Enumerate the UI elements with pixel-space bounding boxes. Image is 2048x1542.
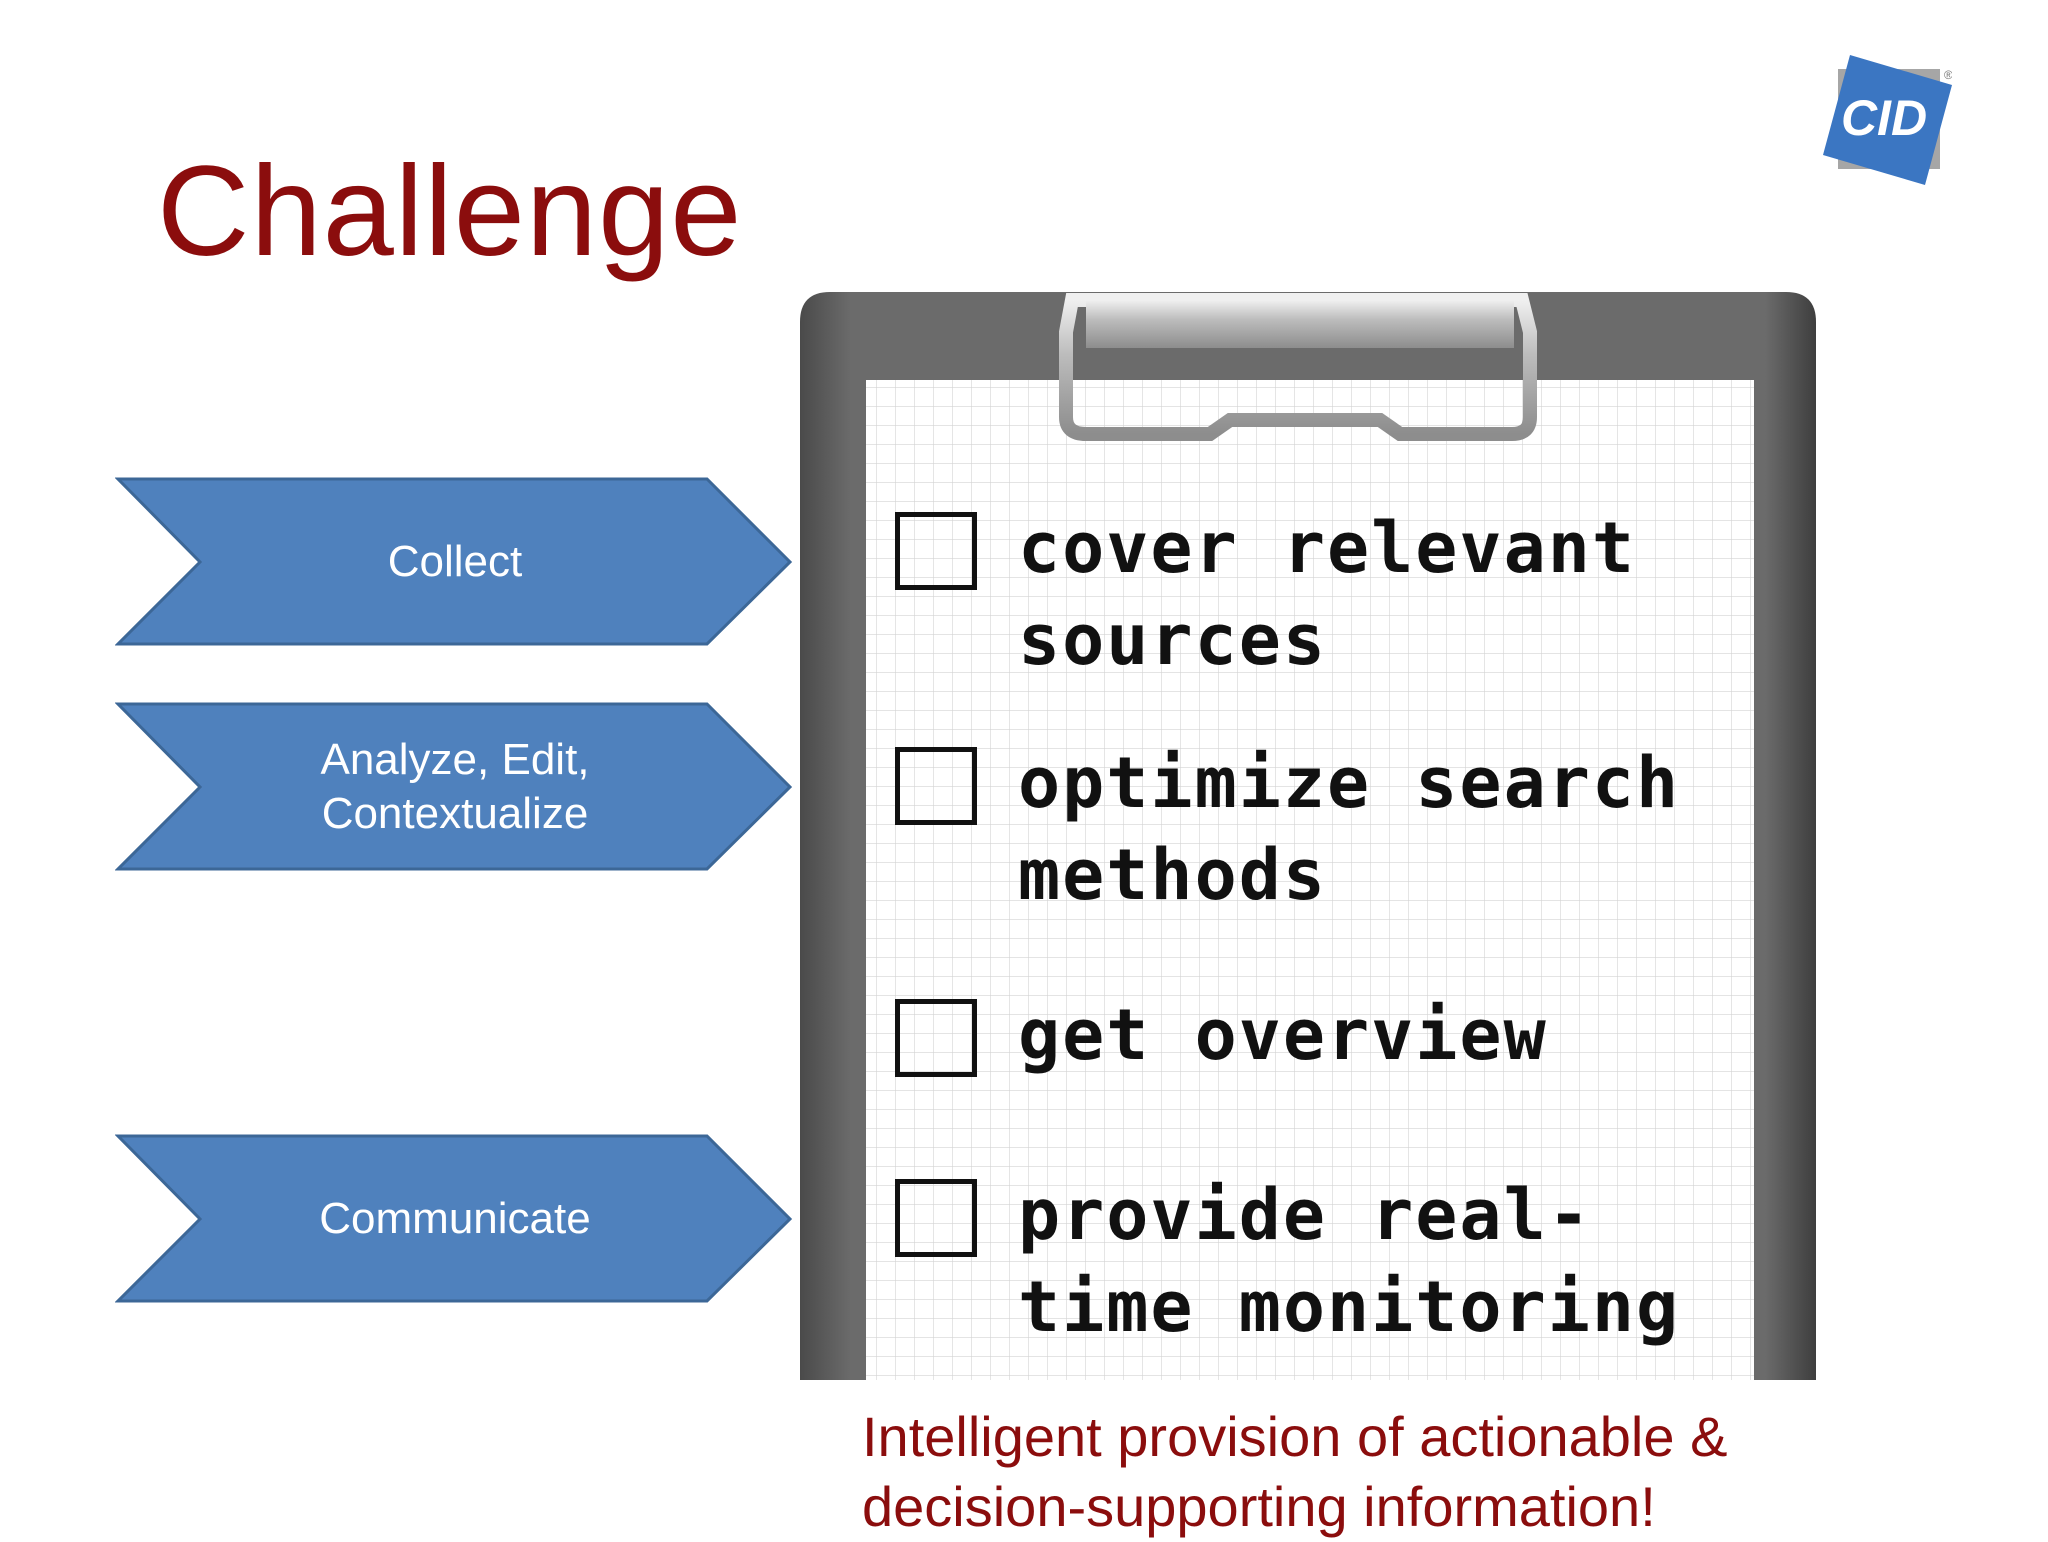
arrow-label-line2: Contextualize <box>321 789 589 838</box>
arrow-label-line1: Analyze, Edit, <box>320 735 590 785</box>
arrow-label: Communicate <box>319 1194 591 1244</box>
checklist-item-text: cover relevant sources <box>1018 502 1788 686</box>
clipboard-image <box>800 292 1816 1380</box>
checklist-text-line2: sources <box>1018 599 1328 681</box>
checkbox-icon <box>895 1179 977 1257</box>
checkbox-icon <box>895 512 977 590</box>
arrow-collect: Collect <box>115 476 795 648</box>
tagline-line2: decision-supporting information! <box>862 1475 1656 1538</box>
checklist-item-text: provide real- time monitoring <box>1018 1169 1788 1353</box>
checklist-text-line1: provide real- <box>1018 1174 1592 1256</box>
arrow-analyze-edit-contextualize: Analyze, Edit, Contextualize <box>115 701 795 873</box>
arrow-label: Analyze, Edit, Contextualize <box>235 701 675 873</box>
checklist-text-line2: methods <box>1018 834 1328 916</box>
arrow-label: Collect <box>387 537 523 587</box>
checklist-text-line1: get overview <box>1018 994 1548 1076</box>
clipboard-checklist: cover relevant sources optimize search m… <box>800 292 1816 1380</box>
checkbox-icon <box>895 747 977 825</box>
checklist-text-line2: time monitoring <box>1018 1266 1681 1348</box>
slide-title: Challenge <box>157 140 743 283</box>
arrow-communicate: Communicate <box>115 1133 795 1305</box>
tagline-line1: Intelligent provision of actionable & <box>862 1405 1728 1468</box>
logo-registered-mark: ® <box>1944 68 1952 82</box>
cid-logo: CID ® <box>1820 55 1953 185</box>
logo-text: CID <box>1841 90 1927 146</box>
checklist-item-text: optimize search methods <box>1018 737 1788 921</box>
checklist-text-line1: optimize search <box>1018 742 1681 824</box>
checkbox-icon <box>895 999 977 1077</box>
checklist-item-text: get overview <box>1018 989 1788 1081</box>
tagline: Intelligent provision of actionable & de… <box>862 1402 2012 1542</box>
checklist-text-line1: cover relevant <box>1018 507 1637 589</box>
